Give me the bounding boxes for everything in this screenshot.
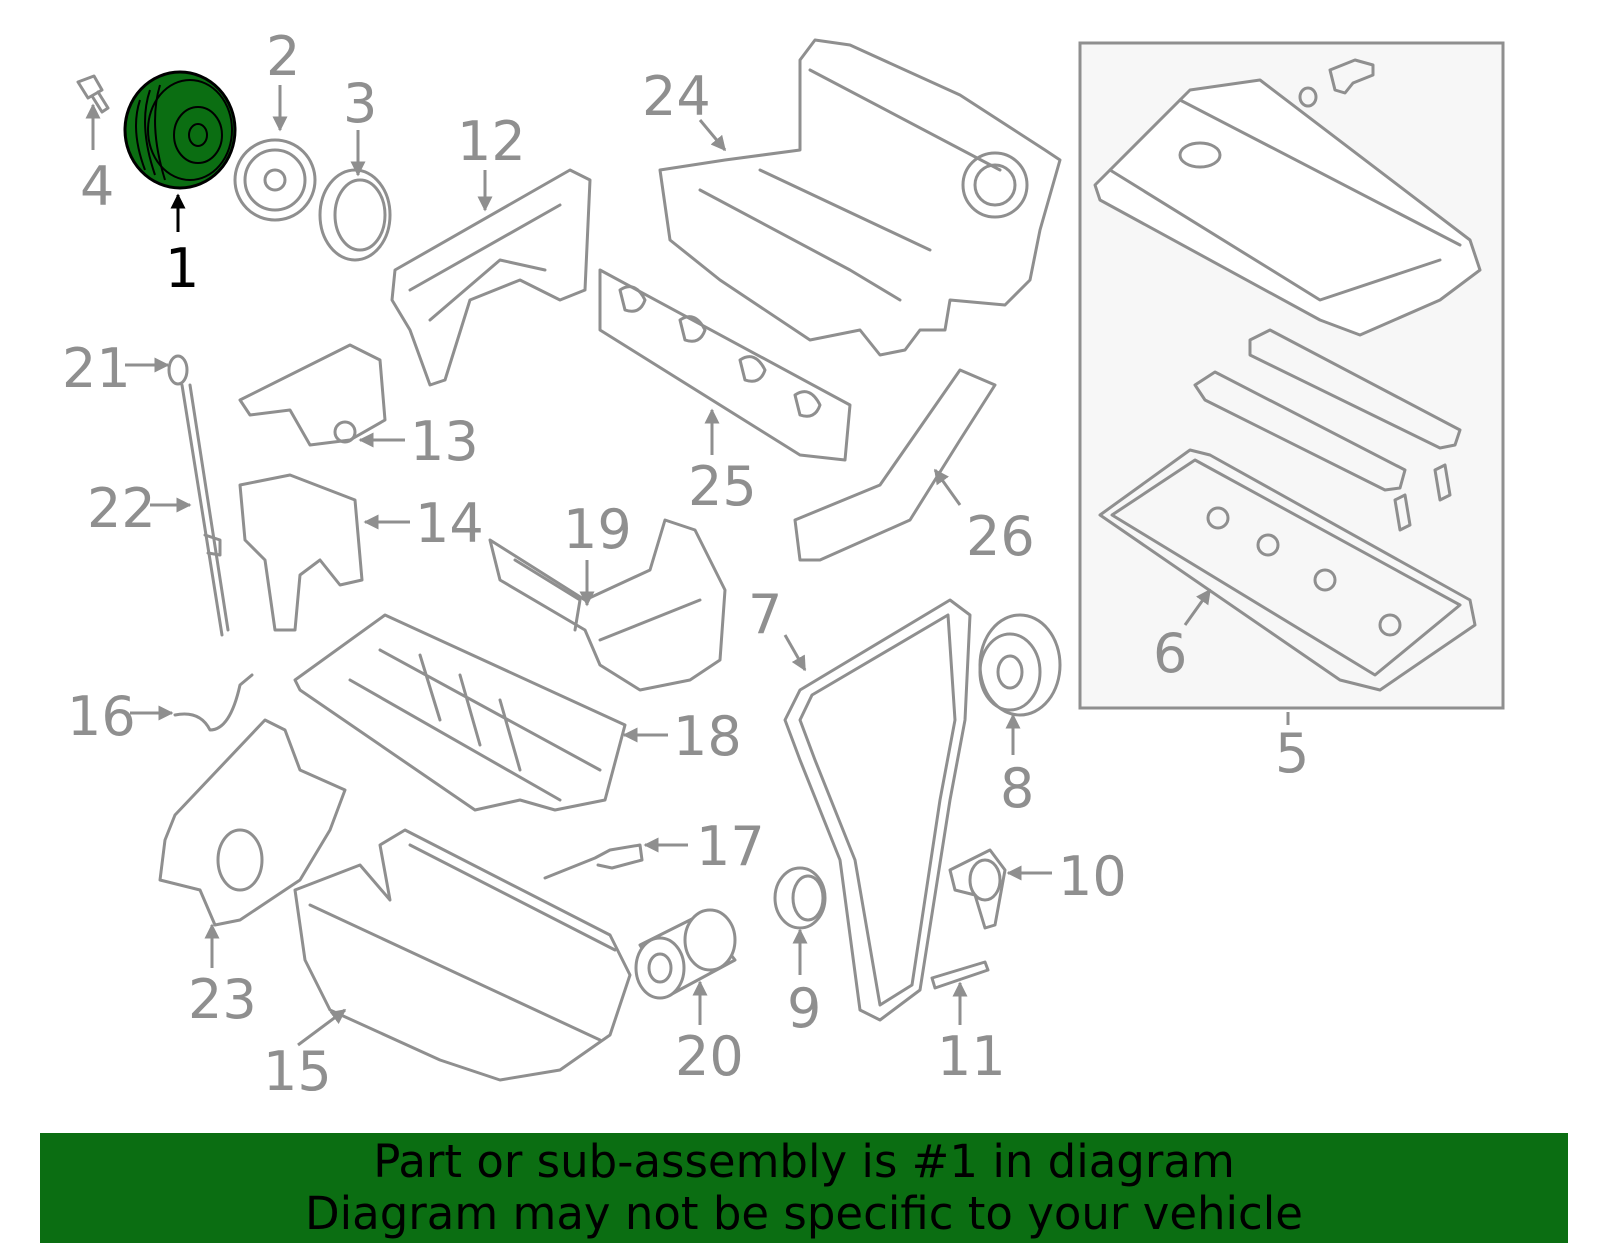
upper-timing-cover-part[interactable] [390, 168, 592, 387]
callout-15[interactable]: 15 [263, 1040, 332, 1103]
callout-9[interactable]: 9 [787, 977, 821, 1040]
timing-belt-part[interactable] [783, 598, 972, 1022]
callout-3[interactable]: 3 [343, 72, 377, 135]
callout-6[interactable]: 6 [1153, 622, 1187, 685]
timing-belt-cover-bracket-part[interactable] [793, 368, 997, 562]
callout-2[interactable]: 2 [266, 25, 300, 88]
intake-manifold-part[interactable] [658, 38, 1062, 357]
callout-24[interactable]: 24 [642, 65, 711, 128]
callout-11[interactable]: 11 [937, 1025, 1006, 1088]
callout-25[interactable]: 25 [688, 455, 757, 518]
callout-13[interactable]: 13 [410, 410, 479, 473]
middle-timing-cover-part[interactable] [238, 343, 387, 447]
callout-23[interactable]: 23 [188, 968, 257, 1031]
callout-18[interactable]: 18 [673, 705, 742, 768]
callout-17[interactable]: 17 [696, 815, 765, 878]
callout-8[interactable]: 8 [1000, 757, 1034, 820]
leader-lines [85, 85, 1290, 1047]
diagram-notice-banner: Part or sub-assembly is #1 in diagram Di… [40, 1133, 1568, 1243]
callout-1[interactable]: 1 [165, 237, 199, 300]
notice-line-2: Diagram may not be specific to your vehi… [305, 1187, 1303, 1240]
callout-16[interactable]: 16 [67, 685, 136, 748]
intake-manifold-gasket-part[interactable] [598, 268, 852, 462]
dipstick-part[interactable] [167, 354, 230, 637]
callout-7[interactable]: 7 [748, 583, 782, 646]
callout-5[interactable]: 5 [1275, 722, 1309, 785]
crankshaft-sprocket-part[interactable] [233, 138, 317, 222]
callout-22[interactable]: 22 [87, 477, 156, 540]
callout-21[interactable]: 21 [62, 337, 131, 400]
callout-20[interactable]: 20 [675, 1025, 744, 1088]
guide-plate-part[interactable] [318, 168, 392, 262]
callout-26[interactable]: 26 [966, 505, 1035, 568]
crankshaft-pulley-part[interactable] [123, 70, 237, 190]
valve-cover-gasket-part[interactable] [1098, 448, 1477, 692]
callout-4[interactable]: 4 [80, 155, 114, 218]
spark-plug-tube-gasket-part[interactable] [1193, 328, 1462, 492]
idler-pulley-part[interactable] [978, 613, 1062, 717]
notice-line-1: Part or sub-assembly is #1 in diagram [373, 1135, 1235, 1188]
callout-labels: 1 2 3 4 5 6 7 8 9 10 11 12 13 14 15 16 1… [62, 25, 1309, 1103]
tensioner-pulley-part[interactable] [773, 866, 827, 930]
tensioner-spring-part[interactable] [930, 960, 990, 990]
oil-pan-baffle-part[interactable] [293, 613, 627, 812]
oil-level-sensor-part[interactable] [543, 843, 644, 880]
lower-timing-cover-part[interactable] [238, 473, 364, 632]
oil-pump-part[interactable] [158, 718, 347, 927]
timing-belt-tensioner-part[interactable] [948, 848, 1007, 930]
oil-filter-part[interactable] [634, 908, 737, 1000]
valve-cover-fitting-part[interactable] [1298, 58, 1375, 108]
oil-pan-part[interactable] [293, 828, 632, 1082]
callout-19[interactable]: 19 [563, 498, 632, 561]
callout-10[interactable]: 10 [1058, 845, 1127, 908]
valve-cover-bolts-part[interactable] [1393, 463, 1452, 532]
callout-12[interactable]: 12 [457, 110, 526, 173]
oil-pipe-gasket-part[interactable] [173, 673, 254, 732]
valve-cover-part[interactable] [1093, 78, 1482, 337]
callout-14[interactable]: 14 [415, 492, 484, 555]
